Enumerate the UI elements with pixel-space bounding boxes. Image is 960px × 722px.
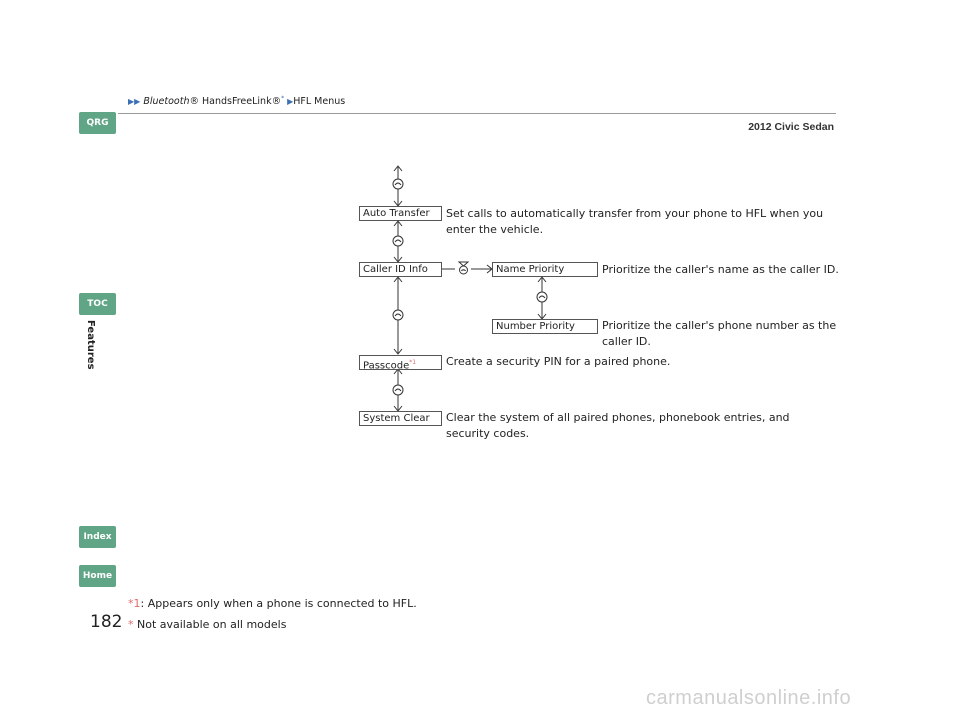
watermark: carmanualsonline.info xyxy=(646,687,852,709)
triangle-right-icon: ▶▶ xyxy=(128,97,141,107)
footnote-2: * Not available on all models xyxy=(128,618,286,631)
pick-up-icon xyxy=(536,291,548,303)
name-priority-box: Name Priority xyxy=(492,262,598,277)
home-button[interactable]: Home xyxy=(79,565,116,587)
qrg-button[interactable]: QRG xyxy=(79,112,116,134)
name-priority-desc: Prioritize the caller's name as the call… xyxy=(602,263,839,276)
footnote-2-text: Not available on all models xyxy=(133,618,287,631)
model-name: 2012 Civic Sedan xyxy=(748,121,834,133)
breadcrumb: ▶▶ Bluetooth® HandsFreeLink®* ▶HFL Menus xyxy=(128,95,345,107)
footnote-1-mark: *1 xyxy=(128,597,141,610)
breadcrumb-handsfreelink: ® HandsFreeLink® xyxy=(189,96,282,108)
system-clear-box: System Clear xyxy=(359,411,442,426)
talk-icon xyxy=(457,261,470,275)
pick-up-icon xyxy=(392,235,404,247)
system-clear-desc: Clear the system of all paired phones, p… xyxy=(446,411,790,440)
passcode-footnote-mark: *1 xyxy=(409,359,417,366)
breadcrumb-hfl-menus: HFL Menus xyxy=(293,96,346,108)
toc-button[interactable]: TOC xyxy=(79,293,116,315)
footnote-2-mark: * xyxy=(128,618,134,631)
number-priority-desc: Prioritize the caller's phone number as … xyxy=(602,319,837,348)
section-label: Features xyxy=(85,320,96,370)
breadcrumb-bluetooth: Bluetooth xyxy=(143,96,190,108)
passcode-desc: Create a security PIN for a paired phone… xyxy=(446,355,671,368)
number-priority-box: Number Priority xyxy=(492,319,598,334)
pick-up-icon xyxy=(392,178,404,190)
breadcrumb-sup: * xyxy=(281,95,285,102)
auto-transfer-desc: Set calls to automatically transfer from… xyxy=(446,207,824,236)
auto-transfer-box: Auto Transfer xyxy=(359,206,442,221)
passcode-label: Passcode xyxy=(363,360,410,372)
footnote-1-text: : Appears only when a phone is connected… xyxy=(140,597,417,610)
footnote-1: *1: Appears only when a phone is connect… xyxy=(128,597,417,610)
pick-up-icon xyxy=(392,309,404,321)
pick-up-icon xyxy=(392,384,404,396)
page-number: 182 xyxy=(90,612,123,632)
passcode-box: Passcode*1 xyxy=(359,355,442,372)
header-rule xyxy=(118,113,836,114)
caller-id-info-box: Caller ID Info xyxy=(359,262,442,277)
triangle-right-icon: ▶ xyxy=(287,97,294,107)
index-button[interactable]: Index xyxy=(79,526,116,548)
